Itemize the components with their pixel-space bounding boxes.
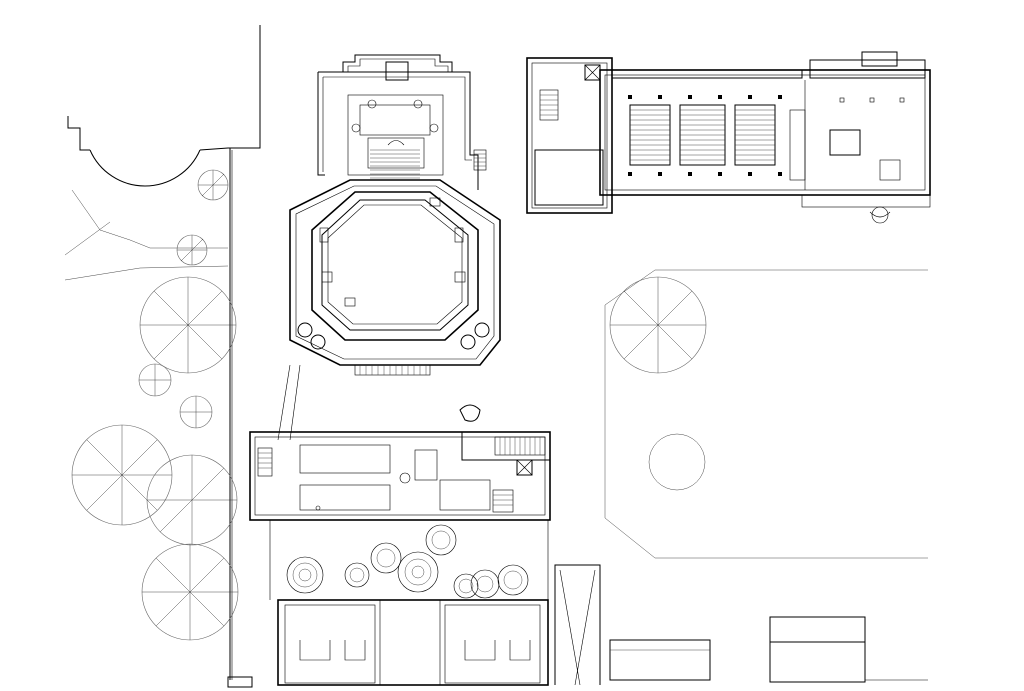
tree xyxy=(425,524,457,556)
lower-wing-building xyxy=(249,404,551,600)
columns xyxy=(628,95,905,176)
stair-octagon-top xyxy=(370,149,420,179)
stair-hall-left xyxy=(539,89,559,121)
tree xyxy=(141,543,239,641)
stair-wing-top xyxy=(494,436,546,456)
stair-octagon-bottom xyxy=(354,364,431,376)
tree xyxy=(71,424,173,526)
tree xyxy=(179,395,213,429)
tree xyxy=(453,573,479,599)
bottom-right-structures xyxy=(554,564,928,686)
tree xyxy=(470,569,500,599)
tree xyxy=(138,363,172,397)
stair-octagon-right xyxy=(473,149,487,171)
trees xyxy=(71,169,707,641)
stair-wing-left xyxy=(257,447,273,477)
property-boundary-line xyxy=(227,148,253,688)
tree xyxy=(146,454,238,546)
tree xyxy=(344,562,370,588)
tree xyxy=(286,556,324,594)
tree xyxy=(139,276,237,374)
courtyard-outline xyxy=(604,269,928,559)
stalls-row xyxy=(277,599,549,686)
stair-wing-right xyxy=(492,489,514,513)
tree xyxy=(497,564,529,596)
neighbour-building-outline xyxy=(64,25,261,281)
tree xyxy=(370,542,402,574)
tree xyxy=(397,551,439,593)
tree xyxy=(197,169,229,201)
tree xyxy=(609,276,707,374)
tree xyxy=(176,234,208,266)
seating-rows xyxy=(629,104,776,166)
auditorium-building xyxy=(526,51,931,224)
octagonal-hall-building xyxy=(277,54,501,441)
